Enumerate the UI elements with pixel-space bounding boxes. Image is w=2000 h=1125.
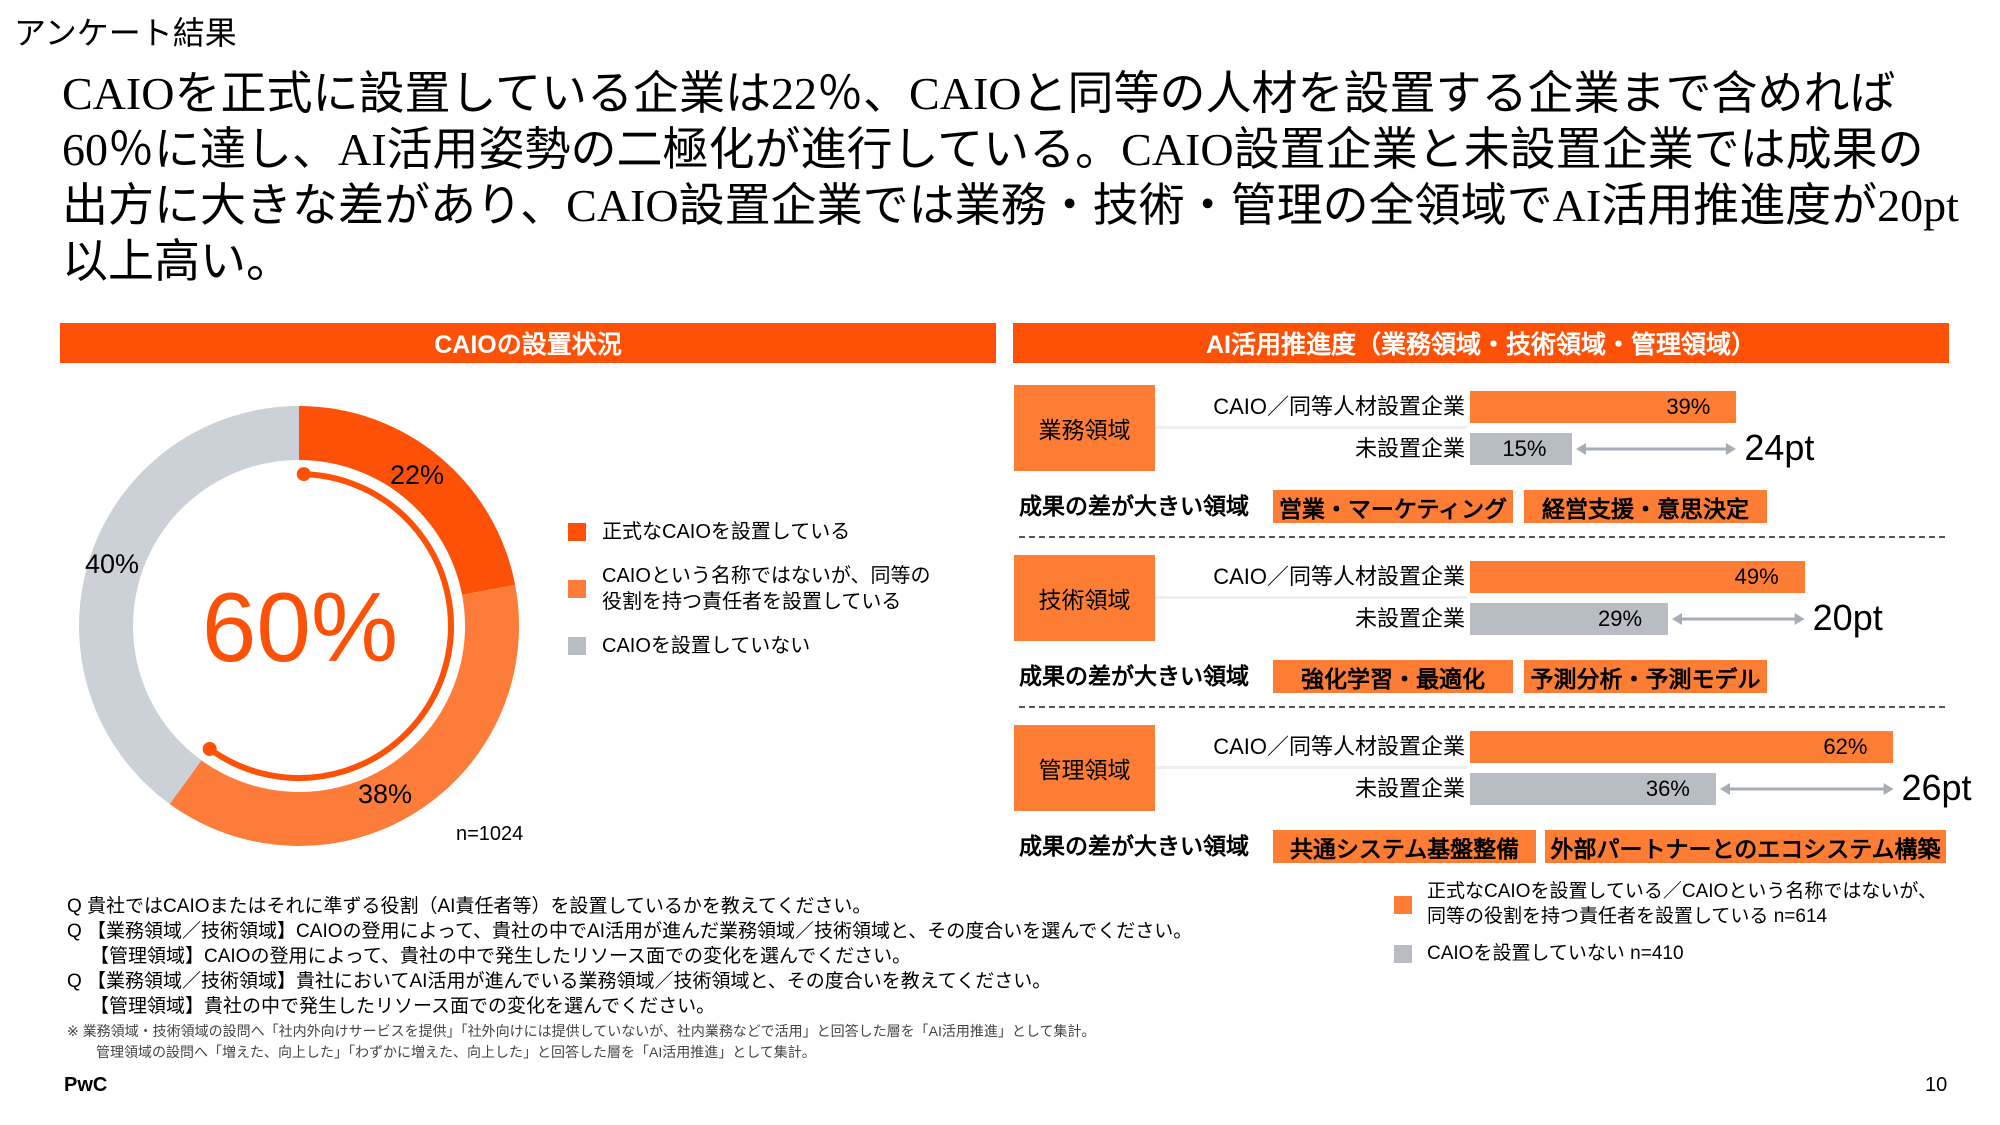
donut-chart [78,406,519,847]
diff-area-label: 成果の差が大きい領域 [1019,493,1249,519]
diff-area-tag: 予測分析・予測モデル [1524,660,1767,693]
page-number: 10 [1925,1074,1948,1096]
bar-caio: 49% [1470,561,1805,593]
bar-caio: 62% [1470,731,1894,763]
area-name: 管理領域 [1038,757,1131,783]
legend-swatch-caio [1394,896,1412,914]
legend-swatch-none [1394,945,1412,963]
legend-swatch [568,580,586,598]
highlight-end-dot [202,741,217,756]
diff-area-tag: 外部パートナーとのエコシステム構築 [1545,830,1946,863]
brand-logo-text: PwC [64,1074,108,1096]
legend-label: 同等の役割を持つ責任者を設置している n=614 [1427,906,1828,927]
row-label-none: 未設置企業 [1354,436,1465,461]
segment-value-label: 40% [85,549,140,579]
diff-area-tag: 共通システム基盤整備 [1273,830,1536,863]
diff-area-label: 成果の差が大きい領域 [1019,833,1249,859]
legend-label: CAIOを設置していない [602,635,811,657]
divider [1019,536,1945,538]
row-label-none: 未設置企業 [1354,776,1465,801]
donut-highlight-arc [207,471,454,781]
sample-size: n=1024 [456,823,524,845]
footnote: Q 【業務領域／技術領域】貴社においてAI活用が進んでいる業務領域／技術領域と、… [67,971,1052,992]
legend-label: 役割を持つ責任者を設置している [602,591,902,613]
gap-arrow-icon [1576,443,1737,455]
tag-text: 経営支援・意思決定 [1542,495,1749,522]
row-label-caio: CAIO／同等人材設置企業 [1213,564,1465,589]
row-connector-line [1155,596,1467,599]
tag-text: 予測分析・予測モデル [1530,665,1761,692]
row-label-none: 未設置企業 [1354,606,1465,631]
area-category-box: 管理領域 [1014,725,1155,811]
row-connector-line [1155,766,1467,769]
footnote: Q 貴社ではCAIOまたはそれに準ずる役割（AI責任者等）を設置しているかを教え… [67,896,872,917]
note: ※ 業務領域・技術領域の設問へ「社内外向けサービスを提供」「社外向けには提供して… [67,1023,1096,1039]
donut-segment [169,584,519,847]
area-category-box: 業務領域 [1014,385,1155,471]
divider [1019,706,1945,708]
tag-text: 営業・マーケティング [1278,495,1508,522]
diff-area-tag: 営業・マーケティング [1273,490,1513,523]
bar-value: 36% [1645,776,1690,801]
row-connector-line [1155,426,1467,429]
tag-text: 強化学習・最適化 [1301,665,1485,692]
highlight-start-dot [296,467,311,482]
section-label: アンケート結果 [14,15,237,51]
donut-segment [299,406,516,595]
gap-value: 24pt [1744,427,1815,468]
bar-none: 36% [1470,773,1716,805]
footnote: 【管理領域】貴社の中で発生したリソース面での変化を選んでください。 [90,996,716,1017]
legend-label: CAIOを設置していない n=410 [1427,943,1684,964]
bar-value: 29% [1598,606,1643,631]
bar-value: 39% [1666,394,1711,419]
tag-text: 共通システム基盤整備 [1289,835,1520,862]
legend-label: 正式なCAIOを設置している [602,521,851,543]
ai-progress-header: AI活用推進度（業務領域・技術領域・管理領域） [1013,323,1949,363]
bar-value: 49% [1734,564,1779,589]
gap-arrow-icon [1719,783,1894,795]
segment-value-label: 22% [390,460,445,490]
bar-value: 62% [1823,734,1868,759]
legend-label: CAIOという名称ではないが、同等の [602,565,931,587]
headline: CAIOを正式に設置している企業は22％、CAIOと同等の人材を設置する企業まで… [62,68,1959,287]
gap-value: 26pt [1901,767,1972,808]
footnote: Q 【業務領域／技術領域】CAIOの登用によって、貴社の中でAI活用が進んだ業務… [67,921,1193,942]
row-label-caio: CAIO／同等人材設置企業 [1213,734,1465,759]
note: 管理領域の設問へ「増えた、向上した」「わずかに増えた、向上した」と回答した層を「… [96,1044,816,1060]
legend-swatch [568,523,586,541]
footnote: 【管理領域】CAIOの登用によって、貴社の中で発生したリソース面での変化を選んで… [90,946,912,967]
legend-swatch [568,637,586,655]
segment-value-label: 38% [358,779,413,809]
diff-area-label: 成果の差が大きい領域 [1019,663,1249,689]
gap-value: 20pt [1812,597,1883,638]
legend-label: 正式なCAIOを設置している／CAIOという名称ではないが、 [1427,881,1937,902]
bar-caio: 39% [1470,391,1737,423]
area-category-box: 技術領域 [1014,555,1155,641]
diff-area-tag: 経営支援・意思決定 [1524,490,1767,523]
diff-area-tag: 強化学習・最適化 [1273,660,1513,693]
area-name: 技術領域 [1038,587,1131,613]
bar-none: 15% [1470,433,1573,465]
donut-center-value: 60% [201,572,399,682]
caio-status-header: CAIOの設置状況 [60,323,996,363]
bar-value: 15% [1502,436,1547,461]
row-label-caio: CAIO／同等人材設置企業 [1213,394,1465,419]
area-name: 業務領域 [1038,417,1131,443]
donut-segment [78,406,299,804]
bar-none: 29% [1470,603,1669,635]
gap-arrow-icon [1672,613,1805,625]
tag-text: 外部パートナーとのエコシステム構築 [1550,835,1941,862]
